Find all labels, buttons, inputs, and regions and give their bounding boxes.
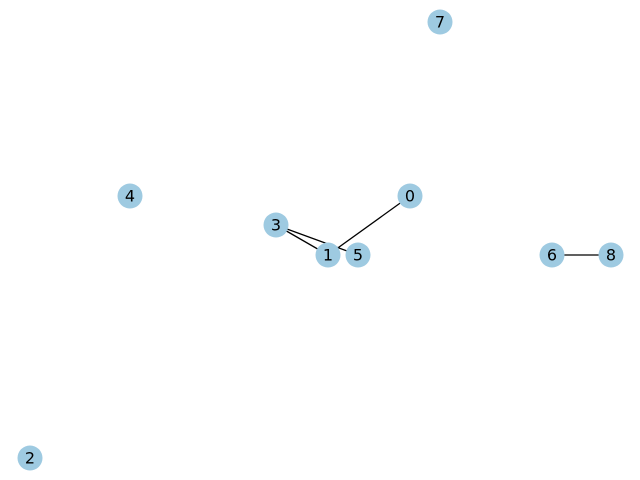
node-3: 3 [263, 212, 289, 238]
node-label-7: 7 [435, 13, 445, 32]
node-4: 4 [117, 183, 143, 209]
nodes-layer: 0 1 2 3 4 5 6 7 8 [17, 9, 624, 471]
node-label-6: 6 [547, 246, 557, 265]
node-8: 8 [598, 242, 624, 268]
node-label-2: 2 [25, 449, 35, 468]
node-circle-5 [345, 242, 371, 268]
edge-1-0 [327, 195, 411, 256]
node-circle-7 [427, 9, 453, 35]
node-circle-4 [117, 183, 143, 209]
node-2: 2 [17, 445, 43, 471]
node-0: 0 [397, 183, 423, 209]
node-circle-3 [263, 212, 289, 238]
node-circle-2 [17, 445, 43, 471]
node-label-8: 8 [606, 246, 616, 265]
node-5: 5 [345, 242, 371, 268]
node-label-3: 3 [271, 216, 281, 235]
node-circle-0 [397, 183, 423, 209]
node-label-1: 1 [323, 246, 333, 265]
node-circle-6 [539, 242, 565, 268]
node-1: 1 [315, 242, 341, 268]
node-7: 7 [427, 9, 453, 35]
node-circle-1 [315, 242, 341, 268]
node-circle-8 [598, 242, 624, 268]
edge-3-5 [275, 224, 359, 256]
node-label-4: 4 [125, 187, 135, 206]
node-6: 6 [539, 242, 565, 268]
node-label-5: 5 [353, 246, 363, 265]
node-label-0: 0 [405, 187, 415, 206]
